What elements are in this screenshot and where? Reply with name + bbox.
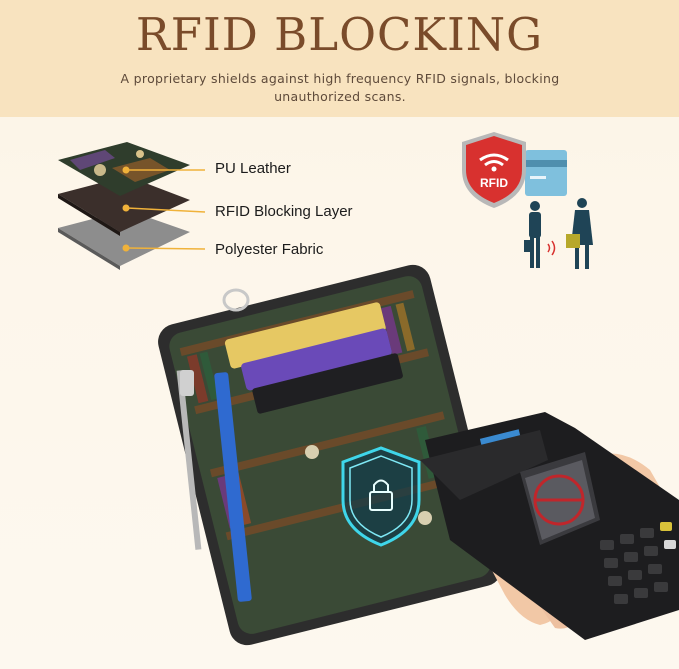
card-terminal-image [420,412,679,640]
page-subtitle: A proprietary shields against high frequ… [120,71,560,104]
leader-dot-polyester [122,244,130,252]
rfid-badge-text: RFID [480,176,508,190]
leader-dot-rfid [122,204,130,212]
shield-lock-icon [341,446,421,547]
leader-dot-pu [122,166,130,174]
layer-label-rfid-blocking: RFID Blocking Layer [215,203,353,220]
signal-waves-icon [547,240,556,256]
leader-line-rfid [125,207,206,213]
rfid-shield-icon [462,132,567,208]
polyester-fabric-layer [58,210,190,270]
page-title: RFID BLOCKING [135,8,544,61]
header-banner [0,0,679,117]
layer-label-pu-leather: PU Leather [215,160,291,177]
layer-label-polyester: Polyester Fabric [215,241,324,258]
blocked-no-sign-icon [533,474,585,526]
man-silhouette-icon [524,201,541,268]
rfid-blocking-layer [58,176,190,236]
woman-silhouette-icon [566,198,593,269]
leader-line-polyester [125,247,206,250]
